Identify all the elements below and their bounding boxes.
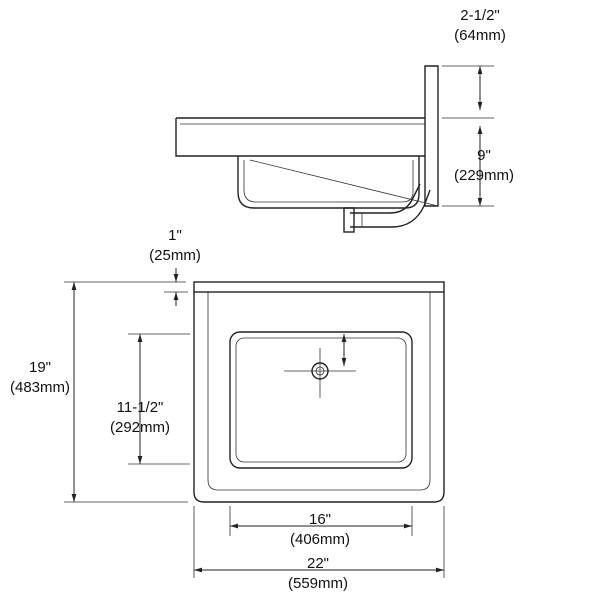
dim-backsplash-mm: (64mm)	[454, 27, 506, 44]
top-outer-body	[193, 292, 445, 503]
dim-bowl-fb-mm: (292mm)	[110, 419, 170, 436]
dim-overall-width-mm: (559mm)	[288, 575, 348, 592]
top-inner-rim	[207, 292, 431, 491]
dim-backsplash-in: 2-1/2"	[460, 7, 500, 24]
dim-rim-mm: (25mm)	[149, 247, 201, 264]
side-rim	[175, 117, 425, 157]
dim-bowl-width-in: 16"	[309, 511, 331, 528]
dim-bowldepth-in: 9"	[477, 147, 491, 164]
dim-overall-width-in: 22"	[307, 555, 329, 572]
top-dimensions	[64, 268, 445, 578]
dim-bowldepth-mm: (229mm)	[454, 167, 514, 184]
side-drain-pipe	[350, 183, 431, 228]
top-bowl-inner	[235, 337, 407, 463]
top-bowl	[229, 331, 413, 469]
side-drain-fitting	[343, 207, 355, 233]
side-backsplash	[424, 65, 439, 207]
top-view	[193, 281, 445, 503]
dim-bowl-fb-in: 11-1/2"	[117, 399, 164, 416]
side-bowl	[237, 156, 420, 209]
side-dimensions	[442, 65, 494, 207]
side-view	[175, 65, 439, 233]
dim-rim-in: 1"	[168, 227, 182, 244]
side-bowl-inner	[243, 160, 414, 203]
dim-bowl-width-mm: (406mm)	[290, 531, 350, 548]
dim-overall-depth-in: 19"	[29, 359, 51, 376]
top-back-ledge	[193, 281, 445, 293]
side-slope-line	[249, 159, 439, 207]
dim-overall-depth-mm: (483mm)	[10, 379, 70, 396]
